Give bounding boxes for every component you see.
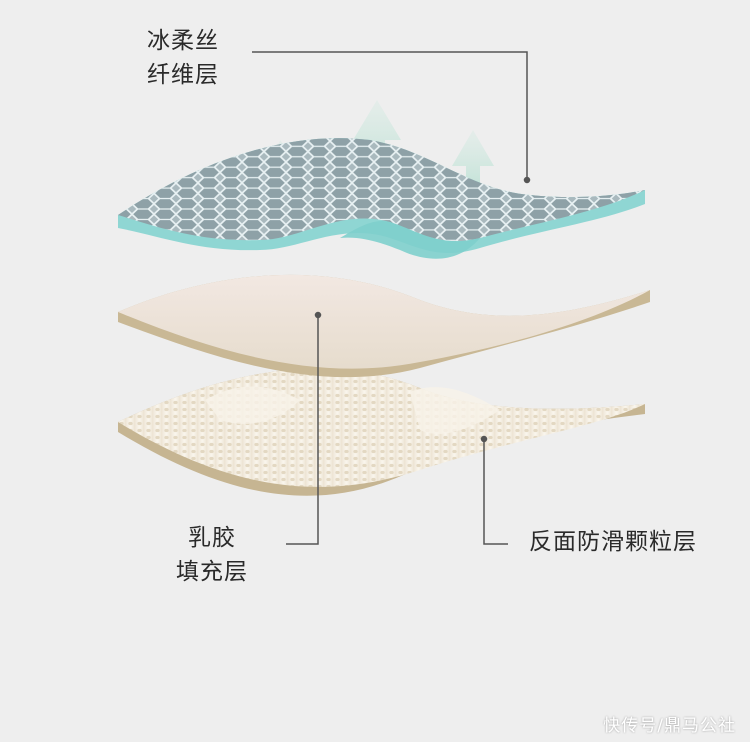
label-latex-filling-layer: 乳胶 填充层 — [176, 521, 248, 589]
label-top-line1: 冰柔丝 — [147, 28, 219, 54]
label-ice-silk-fiber-layer: 冰柔丝 纤维层 — [147, 24, 219, 92]
label-mid-line1: 乳胶 — [188, 525, 236, 551]
label-mid-line2: 填充层 — [176, 559, 248, 585]
label-anti-slip-layer: 反面防滑颗粒层 — [529, 529, 697, 555]
label-top-line2: 纤维层 — [147, 62, 219, 88]
ice-silk-fiber-layer — [118, 138, 645, 259]
latex-layer — [118, 274, 650, 378]
anti-slip-layer — [118, 368, 645, 496]
leader-lines — [252, 51, 531, 545]
watermark: 快传号/鼎马公社 — [603, 716, 736, 736]
